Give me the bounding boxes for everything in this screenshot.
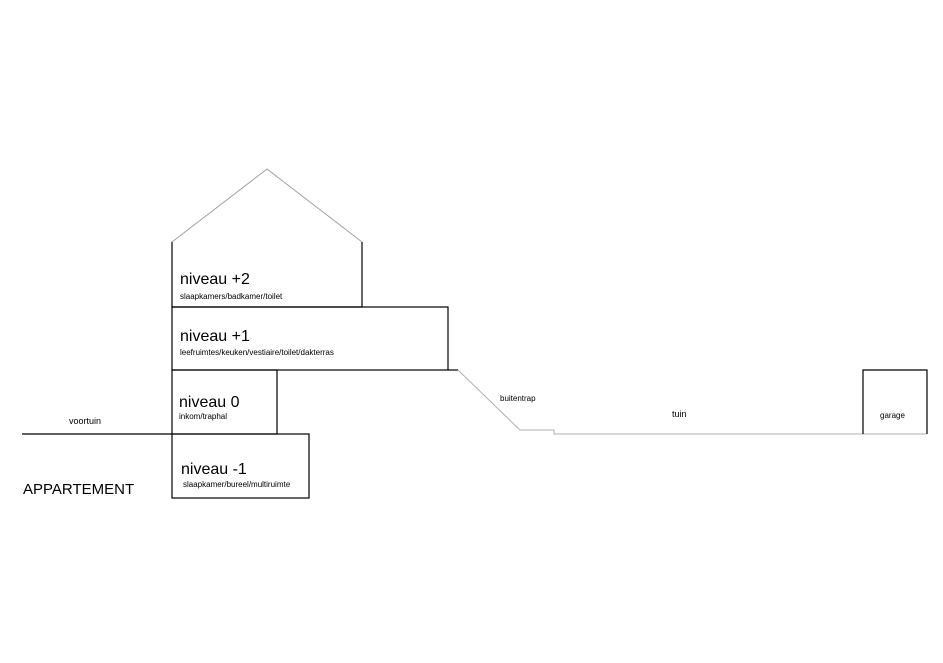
level-minus1-box — [171, 433, 310, 499]
level-plus2-rooms: slaapkamers/badkamer/toilet — [180, 292, 283, 301]
appartement-label: APPARTEMENT — [23, 481, 134, 498]
outdoor-stairs-line — [457, 369, 927, 435]
level-minus1-title: niveau -1 — [181, 461, 247, 478]
level-0-title: niveau 0 — [179, 394, 240, 411]
level-minus1-rooms: slaapkamer/bureel/multiruimte — [183, 480, 291, 489]
level-plus1-title: niveau +1 — [180, 328, 250, 345]
garage-box — [862, 369, 928, 434]
voortuin-label: voortuin — [69, 416, 101, 426]
garage-label: garage — [880, 411, 905, 420]
tuin-label: tuin — [672, 409, 687, 419]
level-plus2-title: niveau +2 — [180, 271, 250, 288]
level-plus1-rooms: leefruimtes/keuken/vestiaire/toilet/dakt… — [180, 348, 334, 357]
buitentrap-label: buitentrap — [500, 394, 536, 403]
level-plus1-box — [171, 306, 449, 371]
roof — [171, 168, 363, 243]
level-0-rooms: inkom/traphal — [179, 412, 227, 421]
